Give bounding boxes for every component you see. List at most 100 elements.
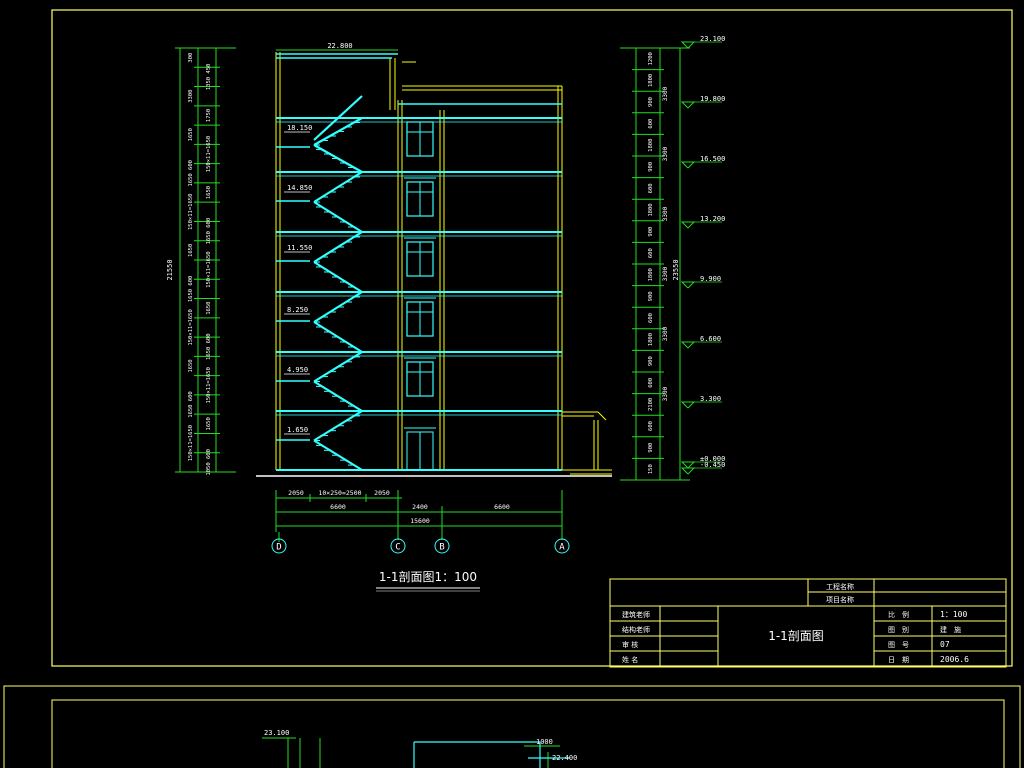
- right-elevation-markers: 23.10019.80016.50013.2009.9006.6003.300±…: [680, 35, 725, 475]
- scale-label: 比 例: [888, 610, 909, 619]
- right-dimension-text: 600: [648, 119, 654, 129]
- elevation-triangle: [680, 41, 696, 49]
- entry-canopy: [562, 411, 612, 475]
- left-dimension-text: 150×11=1650: [188, 425, 194, 461]
- elevation-label: 19.800: [700, 95, 725, 103]
- left-dimension-text: 1350 450: [206, 64, 212, 91]
- left-dimension-text: 1650: [206, 302, 212, 315]
- right-dimension-text: 900: [648, 227, 654, 237]
- right-dimension-text: 900: [648, 356, 654, 366]
- elevation-triangle: [680, 467, 696, 475]
- left-dimension-text: 300: [188, 53, 194, 63]
- right-total-dimension: 23550: [672, 259, 680, 280]
- right-floor-height: 3300: [662, 326, 669, 341]
- lower-sheet-outer-frame: [3, 685, 1021, 768]
- bottom-dim-3: 2050: [374, 489, 390, 497]
- svg-text:C: C: [395, 543, 400, 553]
- elevation-triangle: [680, 341, 696, 349]
- sheet-number-label: 图 号: [888, 641, 909, 649]
- bottom-dim-2: 10×250=2500: [318, 489, 361, 497]
- left-dimension-text: 1650: [206, 186, 212, 199]
- item-name-label: 项目名称: [826, 595, 854, 604]
- axis-bubble-c: C: [390, 538, 406, 554]
- category-label: 图 别: [888, 625, 909, 634]
- elevation-label: ±0.000: [700, 455, 725, 463]
- date-label: 日 期: [888, 656, 909, 664]
- lower-sheet-drawing: 23.100 1000 22.400: [262, 729, 577, 768]
- right-dimension-text: 2100: [648, 398, 654, 411]
- left-dimension-text: 1650: [188, 359, 194, 372]
- right-floor-height: 3300: [662, 86, 669, 101]
- floor-level-label: 18.150: [287, 124, 312, 132]
- floor-level-label: 8.250: [287, 306, 308, 314]
- svg-text:D: D: [276, 543, 281, 553]
- right-dimension-text: 600: [648, 378, 654, 388]
- right-dimension-text: 600: [648, 421, 654, 431]
- right-dimension-text: 1800: [648, 333, 654, 346]
- bottom-dimension-lines: [275, 490, 563, 542]
- mid-dim-2: 2400: [412, 503, 428, 511]
- drawing-title: 1-1剖面图: [768, 629, 824, 643]
- mid-dim-1: 6600: [330, 503, 346, 511]
- left-dimension-text: 1650: [188, 244, 194, 257]
- elevation-label: 23.100: [700, 35, 725, 43]
- right-dimension-text: 1200: [648, 52, 654, 65]
- right-floor-height: 3300: [662, 206, 669, 221]
- right-dimension-text: 900: [648, 443, 654, 453]
- right-dimension-text: 900: [648, 97, 654, 107]
- elevation-label: -0.450: [700, 461, 725, 469]
- elevation-label: 3.300: [700, 395, 721, 403]
- floor-level-label: 4.950: [287, 366, 308, 374]
- left-dimension-text: 1650 600: [188, 276, 194, 303]
- floor-level-label: 1.650: [287, 426, 308, 434]
- category-value: 建 施: [940, 625, 961, 634]
- left-dimension-ticks: [194, 66, 220, 473]
- right-dimension-texts: 1200180090060018009006001800900600180090…: [648, 52, 669, 474]
- lower-sheet-inner-frame: [51, 699, 1005, 768]
- axis-bubble-b: B: [434, 538, 450, 554]
- elevation-triangle: [680, 221, 696, 229]
- elevation-label: 16.500: [700, 155, 725, 163]
- right-floor-height: 3300: [662, 146, 669, 161]
- left-dimension-text: 150×11=1650: [206, 367, 212, 403]
- left-dimension-text: 1650 600: [188, 160, 194, 187]
- right-dimension-ticks: [632, 69, 664, 481]
- bottom-dim-1: 2050: [288, 489, 304, 497]
- right-floor-height: 3300: [662, 266, 669, 281]
- floor-slabs: [276, 117, 562, 441]
- upper-sheet-frame: [51, 9, 1013, 667]
- left-dimension-text: 1650: [206, 417, 212, 430]
- top-dimension-label: 22.800: [327, 42, 352, 50]
- section-windows: [404, 117, 436, 397]
- left-dimension-text: 150×11=1650: [188, 309, 194, 345]
- left-dimension-text: 1650 600: [206, 333, 212, 360]
- elevation-triangle: [680, 281, 696, 289]
- left-dimension-text: 1050 600: [206, 449, 212, 476]
- elevation-label: 9.900: [700, 275, 721, 283]
- date-value: 2006.6: [940, 655, 969, 664]
- left-dimension-text: 1650 600: [188, 391, 194, 418]
- svg-text:B: B: [439, 543, 444, 553]
- reviewer-label: 审 核: [622, 640, 638, 649]
- overall-dim: 15600: [410, 517, 430, 525]
- elevation-triangle: [680, 461, 696, 469]
- left-dimension-text: 1650: [188, 128, 194, 141]
- right-dimension-text: 1800: [648, 203, 654, 216]
- elevation-label: 6.600: [700, 335, 721, 343]
- left-dimension-text: 1650 600: [206, 218, 212, 245]
- stair-flights: [313, 95, 363, 471]
- project-name-label: 工程名称: [826, 582, 854, 591]
- sheet-number-value: 07: [940, 640, 950, 649]
- name-label: 姓 名: [622, 655, 638, 664]
- floor-level-label: 11.550: [287, 244, 312, 252]
- right-dimension-text: 900: [648, 291, 654, 301]
- section-title: 1-1剖面图1：100: [379, 570, 477, 584]
- left-dimension-text: 1750: [206, 109, 212, 122]
- stair-flight-roof: [313, 95, 363, 141]
- lower-level-left: 23.100: [264, 729, 289, 737]
- mid-dim-3: 6600: [494, 503, 510, 511]
- right-dimension-text: 150: [648, 464, 654, 474]
- lower-level-right: 22.400: [552, 754, 577, 762]
